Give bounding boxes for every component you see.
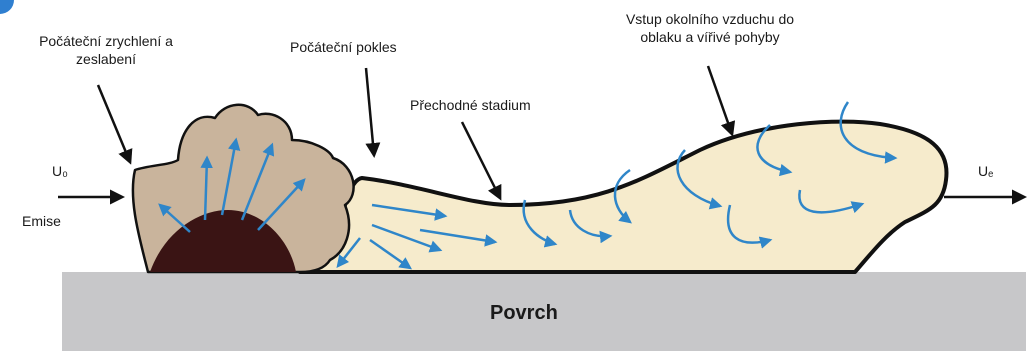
label-entrainment-line2: oblaku a vířivé pohyby <box>565 28 855 46</box>
label-emission: Emise <box>22 212 61 230</box>
label-surface: Povrch <box>490 302 558 325</box>
label-u0: U₀ <box>52 162 68 180</box>
label-initial-acceleration: Počáteční zrychlení a zeslabení <box>6 32 206 68</box>
label-initial-acceleration-line1: Počáteční zrychlení a <box>6 32 206 50</box>
label-entrainment-line1: Vstup okolního vzduchu do <box>565 10 855 28</box>
label-initial-drop: Počáteční pokles <box>290 38 397 56</box>
label-entrainment: Vstup okolního vzduchu do oblaku a vířiv… <box>565 10 855 46</box>
label-initial-acceleration-line2: zeslabení <box>6 50 206 68</box>
label-transition-stage: Přechodné stadium <box>410 96 531 114</box>
label-ue: Uₑ <box>978 162 993 180</box>
